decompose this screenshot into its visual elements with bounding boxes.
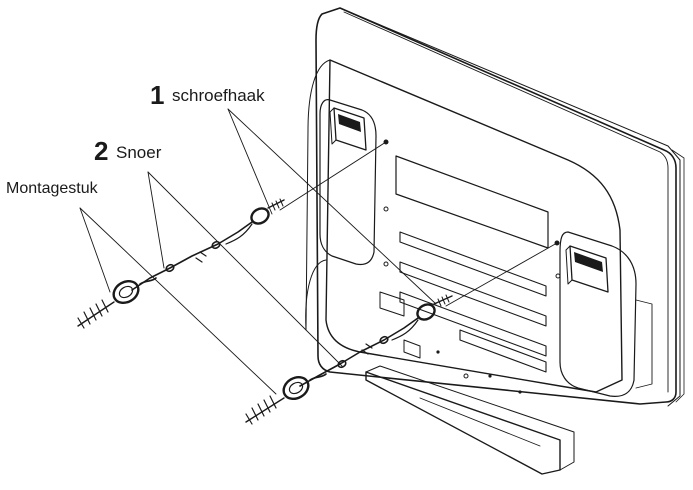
label-mount: Montagestuk <box>6 180 99 197</box>
screw-hook-upper <box>250 198 285 225</box>
cord-lower <box>299 317 419 387</box>
cord-upper <box>131 221 253 291</box>
label-cord: 2 Snoer <box>94 136 162 166</box>
label-cord-text: Snoer <box>116 143 162 162</box>
label-screw-hook-number: 1 <box>150 80 164 110</box>
upper-assembly <box>77 198 285 329</box>
label-screw-hook: 1 schroefhaak <box>150 80 265 110</box>
lower-assembly <box>245 294 453 425</box>
leader-lines <box>79 108 558 395</box>
label-cord-number: 2 <box>94 136 108 166</box>
label-mount-text: Montagestuk <box>6 180 99 197</box>
display-panel <box>305 7 685 475</box>
mount-piece-upper <box>77 277 157 329</box>
mount-piece-lower <box>245 373 327 425</box>
screw-hook-lower <box>416 294 453 321</box>
label-screw-hook-text: schroefhaak <box>172 86 265 105</box>
